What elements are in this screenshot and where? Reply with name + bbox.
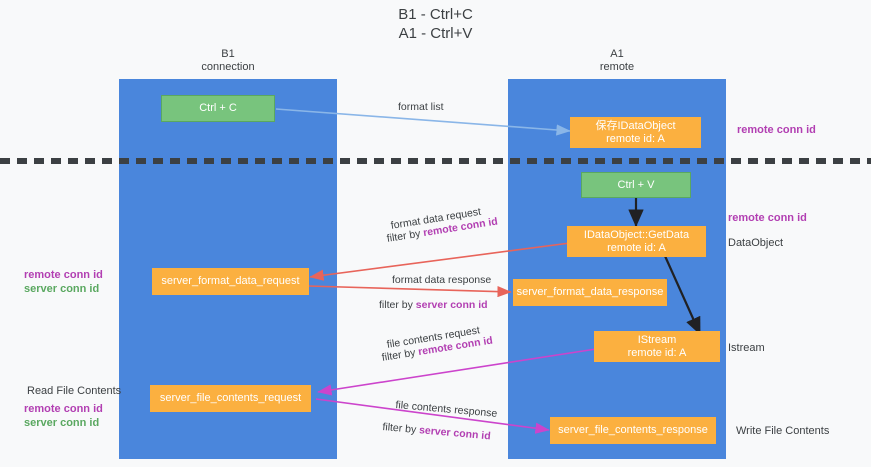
node-server-file-contents-response[interactable]: server_file_contents_response — [550, 417, 716, 444]
node-idataobject-getdata-line1: IDataObject::GetData — [583, 228, 690, 241]
lane-header-a1-name: A1 — [610, 48, 624, 60]
edge-label-format-data-response-filter: filter by server conn id — [379, 299, 488, 312]
title-line-2: A1 - Ctrl+V — [398, 25, 473, 42]
left-label-server-conn-id-mid: server conn id — [24, 283, 100, 295]
node-server-format-data-request-line1: server_format_data_request — [161, 275, 300, 287]
connector-file-contents-request — [317, 348, 597, 396]
edge-label-format-list: format list — [398, 101, 444, 113]
edge-label-format-data-response-filter-prefix: filter by — [379, 299, 416, 311]
node-server-file-contents-request-line1: server_file_contents_request — [159, 392, 302, 404]
node-server-file-contents-request[interactable]: server_file_contents_request — [150, 385, 311, 412]
lane-header-b1-role: connection — [201, 61, 255, 73]
connector-format-list — [275, 108, 571, 136]
node-ctrl-v-line1: Ctrl + V — [617, 178, 655, 191]
connector-file-contents-response — [315, 398, 550, 434]
node-idataobject-getdata[interactable]: IDataObject::GetData remote id: A — [567, 226, 706, 257]
edge-label-format-data-response-filter-key: server conn id — [415, 299, 488, 311]
lane-header-b1-name: B1 — [221, 48, 235, 60]
node-save-idataobject-line1: 保存IDataObject — [595, 119, 676, 132]
title-line-1: B1 - Ctrl+C — [398, 6, 473, 23]
node-istream-line2: remote id: A — [627, 346, 687, 359]
node-server-format-data-response[interactable]: server_format_data_response — [513, 279, 667, 306]
lane-header-a1-role: remote — [599, 61, 635, 73]
right-label-dataobject: DataObject — [728, 237, 784, 249]
node-idataobject-getdata-line2: remote id: A — [607, 241, 666, 254]
left-label-server-conn-id-bottom: server conn id — [24, 417, 100, 429]
right-label-remote-conn-id-top: remote conn id — [737, 124, 816, 136]
right-label-write-file-contents: Write File Contents — [736, 425, 830, 437]
node-server-file-contents-response-line1: server_file_contents_response — [558, 424, 708, 436]
right-label-istream: Istream — [728, 342, 765, 354]
node-istream[interactable]: IStream remote id: A — [594, 331, 720, 362]
node-server-format-data-request[interactable]: server_format_data_request — [152, 268, 309, 295]
left-label-read-file-contents: Read File Contents — [27, 385, 122, 397]
node-ctrl-v[interactable]: Ctrl + V — [581, 172, 691, 198]
edge-label-format-data-response: format data response — [392, 274, 492, 286]
node-istream-line1: IStream — [637, 333, 677, 346]
lane-header-b1: B1 connection — [119, 48, 337, 74]
node-save-idataobject-line2: remote id: A — [606, 132, 665, 145]
edge-label-file-contents-response-filter-prefix: filter by — [381, 421, 420, 437]
connector-getdata-to-istream — [663, 255, 702, 336]
node-server-format-data-response-line1: server_format_data_response — [516, 286, 664, 298]
connector-format-data-response — [307, 285, 512, 298]
node-save-idataobject[interactable]: 保存IDataObject remote id: A — [570, 117, 701, 148]
right-label-remote-conn-id-mid: remote conn id — [728, 212, 807, 224]
diagram-title: B1 - Ctrl+C A1 - Ctrl+V — [0, 5, 871, 43]
left-label-remote-conn-id-bottom: remote conn id — [24, 403, 103, 415]
node-ctrl-c[interactable]: Ctrl + C — [161, 95, 275, 122]
lane-header-a1: A1 remote — [508, 48, 726, 74]
node-ctrl-c-line1: Ctrl + C — [199, 102, 237, 114]
left-label-remote-conn-id-mid: remote conn id — [24, 269, 103, 281]
connector-format-data-request — [309, 242, 571, 281]
